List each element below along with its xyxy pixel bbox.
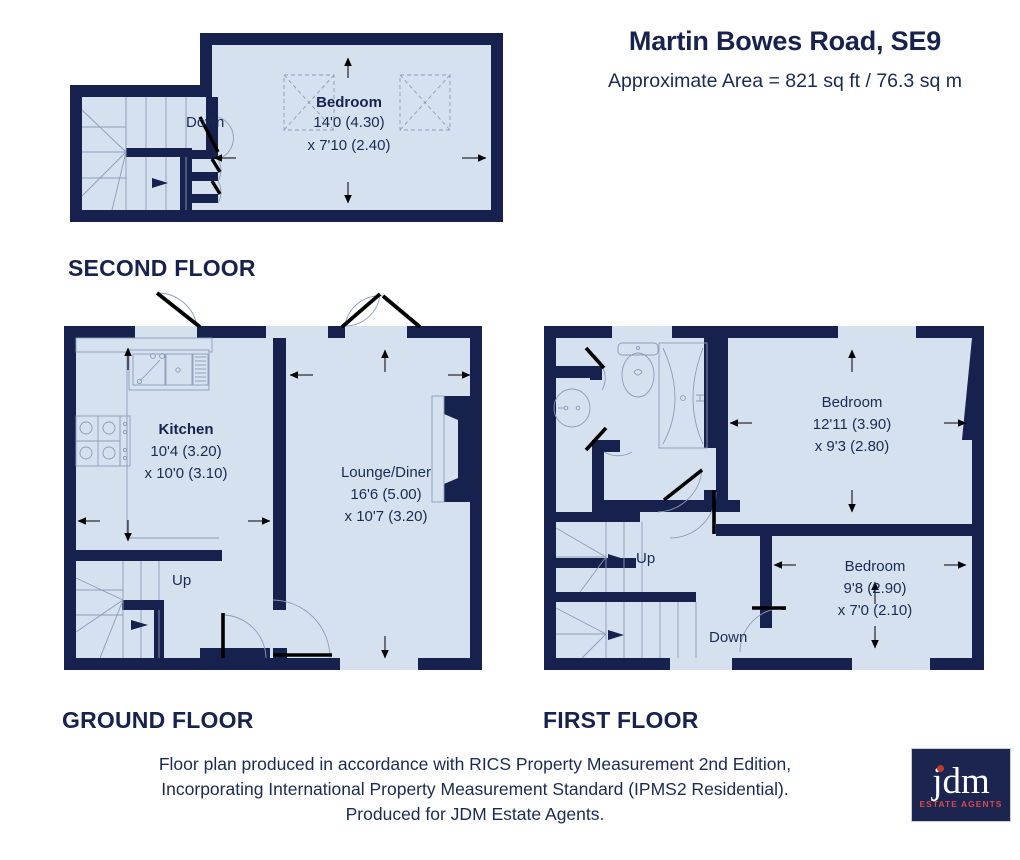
first-floor-bedroom2-wall-top xyxy=(716,524,972,536)
ground-floor-hall-wall xyxy=(76,550,222,561)
ground-floor-staircase xyxy=(75,561,160,659)
second-floor-room-name: Bedroom xyxy=(316,94,382,111)
ground-floor-hall-stub-b xyxy=(200,648,270,658)
first-floor-plan: Bedroom 12'11 (3.90) x 9'3 (2.80) Bedroo… xyxy=(544,326,984,670)
first-floor-staircase-down xyxy=(555,602,697,659)
ground-floor-partition-wall xyxy=(273,338,286,610)
first-floor-stair-label-down: Down xyxy=(709,629,747,646)
first-floor-stair-label-up: Up xyxy=(636,550,655,567)
ground-floor-kitchen-name: Kitchen xyxy=(158,421,213,438)
ground-floor-internal-door-leaves xyxy=(221,613,332,658)
second-floor-plan: Down Bedroom 14'0 (4.30) x 7'10 (2.40) xyxy=(70,33,503,222)
ground-floor-plan: Kitchen 10'4 (3.20) x 10'0 (3.10) Lounge… xyxy=(64,291,482,670)
first-floor-bathroom-wall-c xyxy=(592,440,604,512)
page-title: Martin Bowes Road, SE9 xyxy=(628,26,942,56)
floor-label-first: FIRST FLOOR xyxy=(543,707,699,733)
second-floor-room-dim-1: 14'0 (4.30) xyxy=(313,114,384,131)
ground-floor-chimney-recess xyxy=(431,395,470,503)
ground-floor-lounge-dim-2: x 10'7 (3.20) xyxy=(345,508,428,525)
jdm-logo-dot-icon xyxy=(937,764,945,772)
first-floor-opening-front-a xyxy=(612,326,672,338)
first-floor-bedroom1-dim-2: x 9'3 (2.80) xyxy=(815,438,890,455)
first-floor-bath-icon xyxy=(658,342,708,449)
second-floor-dimension-arrows xyxy=(213,57,487,204)
first-floor-opening-front-b xyxy=(838,326,916,338)
first-floor-bathroom-wall-d xyxy=(592,440,620,452)
ground-floor-kitchen-dim-2: x 10'0 (3.10) xyxy=(145,465,228,482)
first-floor-wc-icon xyxy=(617,342,659,398)
ground-floor-hob-icon xyxy=(75,415,131,467)
first-floor-bedroom1-wall xyxy=(716,338,728,512)
second-floor-landing-wall xyxy=(126,148,192,157)
approximate-area: Approximate Area = 821 sq ft / 76.3 sq m xyxy=(608,70,962,92)
ground-floor-stair-box-top xyxy=(122,600,164,610)
ground-floor-opening-front-c xyxy=(345,326,407,338)
first-floor-basin-icon xyxy=(553,388,591,428)
first-floor-bathroom-wall-vert xyxy=(704,338,716,448)
first-floor-opening-rear-a xyxy=(670,658,732,670)
ground-floor-hall-stub-a xyxy=(273,648,287,670)
ground-floor-front-door-leaves xyxy=(155,291,422,329)
second-floor-stair-label-down: Down xyxy=(186,114,224,131)
ground-floor-dimension-arrows xyxy=(77,347,471,659)
first-floor-landing-wall-c xyxy=(556,512,640,522)
disclaimer-line-1: Floor plan produced in accordance with R… xyxy=(158,754,792,774)
second-floor-stair-direction-arrow xyxy=(152,178,168,188)
second-floor-room-dim-2: x 7'10 (2.40) xyxy=(308,137,391,154)
ground-floor-stair-label-up: Up xyxy=(172,572,191,589)
ground-floor-opening-rear xyxy=(340,658,418,670)
second-floor-wall-stub-c xyxy=(192,194,218,203)
jdm-logo-tagline: ESTATE AGENTS xyxy=(919,798,1003,809)
first-floor-bathroom-door-leaves xyxy=(584,346,608,452)
floor-label-second: SECOND FLOOR xyxy=(68,255,256,281)
first-floor-dimension-arrows xyxy=(729,349,967,649)
first-floor-bedroom1-name: Bedroom xyxy=(822,394,883,411)
first-floor-stair-up-arrow xyxy=(608,554,624,564)
disclaimer-text: Floor plan produced in accordance with R… xyxy=(60,752,890,827)
ground-floor-opening-front-a xyxy=(135,326,197,338)
second-floor-wall-stub-b xyxy=(192,172,218,181)
first-floor-staircase-up xyxy=(555,522,643,593)
first-floor-landing-wall-b xyxy=(556,558,636,568)
disclaimer-line-3: Produced for JDM Estate Agents. xyxy=(345,804,605,824)
second-floor-door-leaves xyxy=(198,116,222,195)
jdm-logo: jdm ESTATE AGENTS xyxy=(911,748,1011,822)
second-floor-wall-stub-a xyxy=(192,150,218,159)
ground-floor-internal-door-arcs xyxy=(222,599,331,659)
first-floor-landing-door-arc xyxy=(657,467,703,513)
ground-floor-lounge-name: Lounge/Diner xyxy=(341,464,431,481)
ground-floor-lounge-dim-1: 16'6 (5.00) xyxy=(350,486,421,503)
ground-floor-opening-front-b xyxy=(266,326,328,338)
first-floor-landing-wall-a xyxy=(556,592,696,602)
ground-floor-kitchen-dim-1: 10'4 (3.20) xyxy=(150,443,221,460)
first-floor-bedroom1-dim-1: 12'11 (3.90) xyxy=(813,416,891,433)
first-floor-bathroom-wall-e xyxy=(604,500,716,512)
ground-floor-sink-icon xyxy=(132,353,209,386)
first-floor-bathroom-wall-b xyxy=(590,366,602,380)
second-floor-eaves-storage xyxy=(283,74,451,131)
floor-label-ground: GROUND FLOOR xyxy=(62,707,254,733)
first-floor-chimney-recess xyxy=(960,338,972,460)
first-floor-stair-down-arrow xyxy=(608,630,624,640)
title-block: Martin Bowes Road, SE9 Approximate Area … xyxy=(560,26,1010,93)
jdm-logo-wordmark: jdm xyxy=(932,760,990,802)
first-floor-bedroom2-dim-2: x 7'0 (2.10) xyxy=(838,602,913,619)
first-floor-bedroom2-dim-1: 9'8 (2.90) xyxy=(844,580,907,597)
ground-floor-stair-direction-arrow xyxy=(131,620,148,630)
first-floor-bedroom2-name: Bedroom xyxy=(845,558,906,575)
first-floor-bedroom2-door-leaf xyxy=(752,606,786,610)
first-floor-opening-rear-b xyxy=(852,658,930,670)
first-floor-landing-door-leaf xyxy=(662,468,704,502)
disclaimer-line-2: Incorporating International Property Mea… xyxy=(161,779,789,799)
first-floor-bedroom2-wall-side xyxy=(760,524,772,628)
first-floor-bedroom1-wall-stub xyxy=(716,500,740,512)
